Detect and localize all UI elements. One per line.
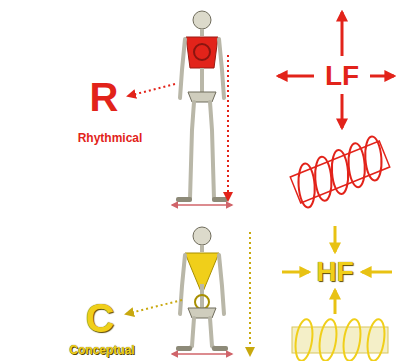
- dotted-arrow: [128, 84, 175, 96]
- coil-symbol: [284, 131, 395, 212]
- frequency-label: HF: [316, 258, 353, 286]
- dotted-arrow: [126, 300, 182, 314]
- frequency-label: LF: [325, 62, 359, 90]
- force-arrows: [278, 12, 394, 128]
- skeleton-figure: [172, 11, 232, 205]
- category-name: Conceptual: [69, 344, 134, 356]
- dotted-arrow: [227, 55, 229, 200]
- force-arrows: [282, 226, 392, 314]
- category-letter: R: [90, 77, 119, 117]
- category-name: Rhythmical: [78, 132, 143, 144]
- coil-symbol: [292, 318, 388, 361]
- skeleton-figure: [172, 227, 232, 354]
- category-letter: C: [86, 298, 115, 338]
- dotted-arrow: [249, 232, 251, 355]
